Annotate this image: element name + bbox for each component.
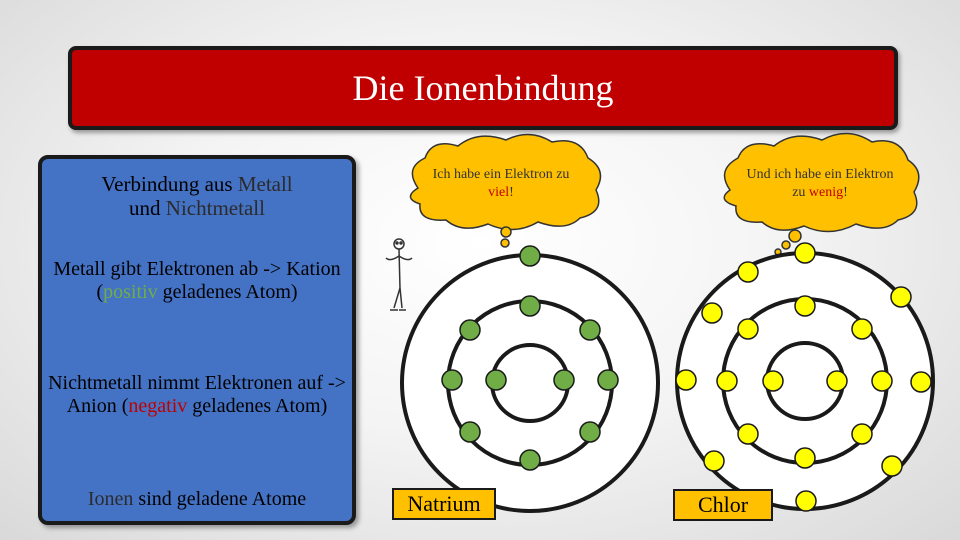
text-segment: Ich habe ein Elektron zu [432,167,570,182]
electron [871,370,893,392]
label-text: Chlor [697,492,749,517]
label-natrium: Natrium [392,488,496,520]
text-segment: Verbindung aus [101,172,238,196]
thought-cloud-left [409,133,602,248]
keyword-metall: Metall [237,172,293,196]
text-segment: Nichtmetall nimmt Elektronen auf -> Anio… [48,372,346,417]
electron [459,319,481,341]
electron [675,369,697,391]
electron [597,369,619,391]
text-segment: ! [509,185,514,200]
electron [579,421,601,443]
stick-figure-icon [385,238,413,311]
electron [701,302,723,324]
electron [826,370,848,392]
electron [890,286,912,308]
electron [485,369,507,391]
electron [737,318,759,340]
electron [553,369,575,391]
title-bar: Die Ionenbindung [68,46,898,130]
text-segment: geladenes Atom) [157,281,298,303]
electron [737,261,759,283]
thought-cloud-right [723,132,920,256]
text-segment: Und ich habe ein Elektron zu [746,167,894,200]
slide-title: Die Ionenbindung [352,68,614,108]
electron [794,242,816,264]
electron [579,319,601,341]
chlorine-electrons [675,242,932,512]
panel-text-cation: Metall gibt Elektronen ab -> Kation (pos… [38,258,356,304]
panel-text-ions: Ionen sind geladene Atome [38,488,356,511]
keyword-wenig: wenig [808,185,844,200]
electron [703,450,725,472]
text-segment: und [129,196,166,220]
electron [519,295,541,317]
keyword-viel: viel [488,185,510,200]
valence-electron [519,245,541,267]
electron [851,423,873,445]
label-chlor: Chlor [673,489,773,521]
explanation-panel [38,155,356,525]
electron [851,318,873,340]
text-segment: geladenes Atom) [187,395,328,417]
chlorine-atom [675,242,935,512]
electron [910,371,932,393]
thought-text-sodium: Ich habe ein Elektron zu viel! [426,166,576,202]
text-segment: ! [843,185,848,200]
panel-text-compound: Verbindung aus Metall und Nichtmetall [38,172,356,220]
electron [441,369,463,391]
keyword-ionen: Ionen [87,488,134,510]
electron [795,490,817,512]
sodium-atom [400,245,660,513]
text-segment: Metall gibt Elektronen ab -> Kation ( [53,258,341,303]
electron [716,370,738,392]
keyword-nichtmetall: Nichtmetall [165,196,265,220]
keyword-negativ: negativ [128,395,188,417]
label-text: Natrium [407,491,481,516]
keyword-positiv: positiv [103,281,158,303]
electron [794,295,816,317]
panel-text-anion: Nichtmetall nimmt Elektronen auf -> Anio… [42,372,352,418]
electron [762,370,784,392]
electron [519,449,541,471]
electron [881,455,903,477]
sodium-electrons [441,245,619,471]
electron [794,447,816,469]
electron [737,423,759,445]
thought-text-chlorine: Und ich habe ein Elektron zu wenig! [740,166,900,202]
electron [459,421,481,443]
text-segment: sind geladene Atome [133,488,307,510]
